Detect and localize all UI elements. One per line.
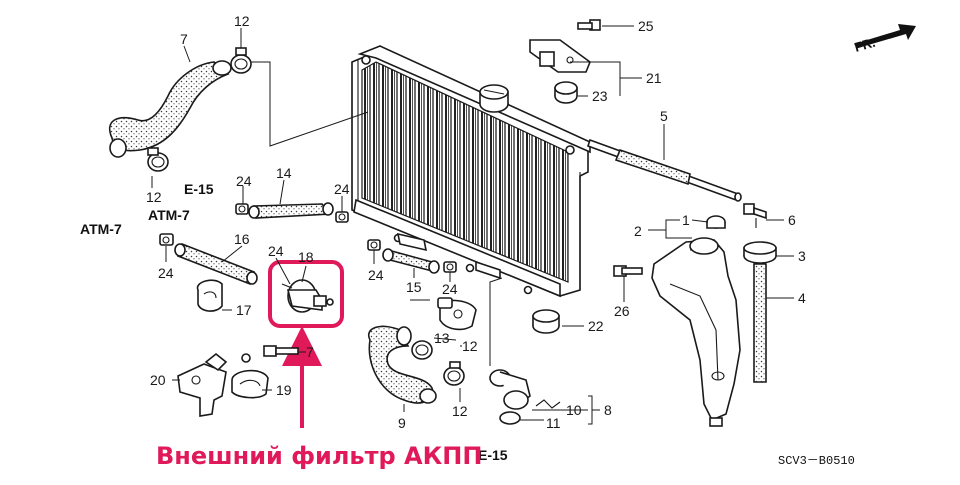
callout-2: 2 — [634, 223, 642, 239]
callout-7-upper: 7 — [180, 31, 188, 47]
drain-fitting — [489, 369, 561, 425]
callout-9: 9 — [398, 415, 406, 431]
clip-24-c — [159, 233, 174, 246]
clip-17 — [196, 279, 223, 312]
callout-24-b: 24 — [334, 181, 350, 197]
callout-24-a: 24 — [236, 173, 252, 189]
ref-atm7-upper: ATM-7 — [148, 207, 190, 223]
clamp-12-d — [443, 361, 465, 386]
callout-25: 25 — [638, 18, 654, 34]
atf-pipe — [396, 232, 501, 280]
callout-1: 1 — [682, 212, 690, 228]
bolt-7 — [263, 345, 299, 357]
bolt-26 — [613, 265, 643, 277]
bolt-25 — [577, 19, 601, 31]
clip-24-f — [437, 297, 453, 309]
upper-hose — [109, 60, 232, 158]
bracket-20 — [177, 352, 251, 417]
callout-12-top: 12 — [234, 13, 250, 29]
hose-clamp-mid — [147, 147, 169, 172]
radiator — [351, 45, 591, 298]
ref-e15-lower: E-15 — [478, 447, 508, 463]
callout-3: 3 — [798, 248, 806, 264]
reserve-tank — [651, 237, 741, 427]
callout-17: 17 — [236, 302, 252, 318]
clamp-19 — [231, 369, 269, 399]
callout-18: 18 — [298, 249, 314, 265]
callout-26: 26 — [614, 303, 630, 319]
callout-10: 10 — [566, 402, 582, 418]
overflow-tube-4 — [753, 263, 767, 383]
callout-7-lower: 7 — [306, 344, 314, 360]
clip-24-b — [335, 211, 349, 223]
ref-atm7-left: ATM-7 — [80, 221, 122, 237]
callout-23: 23 — [592, 88, 608, 104]
callout-24-e: 24 — [368, 267, 384, 283]
mount-22 — [532, 309, 560, 334]
callout-19: 19 — [276, 382, 292, 398]
callout-11: 11 — [546, 415, 561, 431]
callout-21: 21 — [646, 70, 662, 86]
callout-8: 8 — [604, 402, 612, 418]
atf-hose-15 — [382, 248, 440, 274]
tank-cap-3 — [743, 241, 777, 264]
callout-4: 4 — [798, 290, 806, 306]
hose-clamp-upper — [230, 47, 252, 74]
clip-24-a — [235, 203, 249, 215]
tank-cap-1 — [706, 215, 726, 229]
atf-filter — [281, 279, 334, 313]
callout-12-bottom: 12 — [452, 403, 468, 419]
callout-16: 16 — [234, 231, 250, 247]
ref-e15-upper: E-15 — [184, 181, 214, 197]
callout-24-d: 24 — [268, 243, 284, 259]
lower-hose — [367, 325, 437, 404]
callout-12-left: 12 — [146, 189, 162, 205]
front-direction-arrow — [854, 24, 916, 48]
direction-label: FR. — [853, 35, 877, 55]
radiator-cap — [479, 84, 509, 113]
bracket-21 — [529, 39, 591, 73]
atf-hose-14 — [248, 202, 334, 219]
diagram-code: SCV3－B0510 — [778, 454, 855, 468]
callout-5: 5 — [660, 108, 668, 124]
atf-hose-16 — [174, 242, 258, 286]
callout-24-f: 24 — [442, 281, 458, 297]
leader-lines — [151, 25, 794, 425]
stay-rod-5 — [586, 138, 742, 202]
callout-13: 13 — [434, 330, 450, 346]
clip-24-d — [367, 239, 381, 251]
callout-20: 20 — [150, 372, 166, 388]
callout-22: 22 — [588, 318, 604, 334]
caption-external-atf-filter: Внешний фильтр АКПП — [156, 442, 482, 470]
clamp-12-c — [411, 340, 433, 360]
bolt-6 — [743, 203, 767, 228]
callout-6: 6 — [788, 212, 796, 228]
callout-24-c: 24 — [158, 265, 174, 281]
callout-14: 14 — [276, 165, 292, 181]
clip-24-e — [443, 261, 457, 273]
callout-12-lower-right: 12 — [462, 338, 478, 354]
callout-numbers: 7 12 12 14 24 24 16 24 24 18 17 7 20 19 … — [146, 13, 806, 431]
callout-15: 15 — [406, 279, 422, 295]
mount-23 — [554, 81, 578, 104]
